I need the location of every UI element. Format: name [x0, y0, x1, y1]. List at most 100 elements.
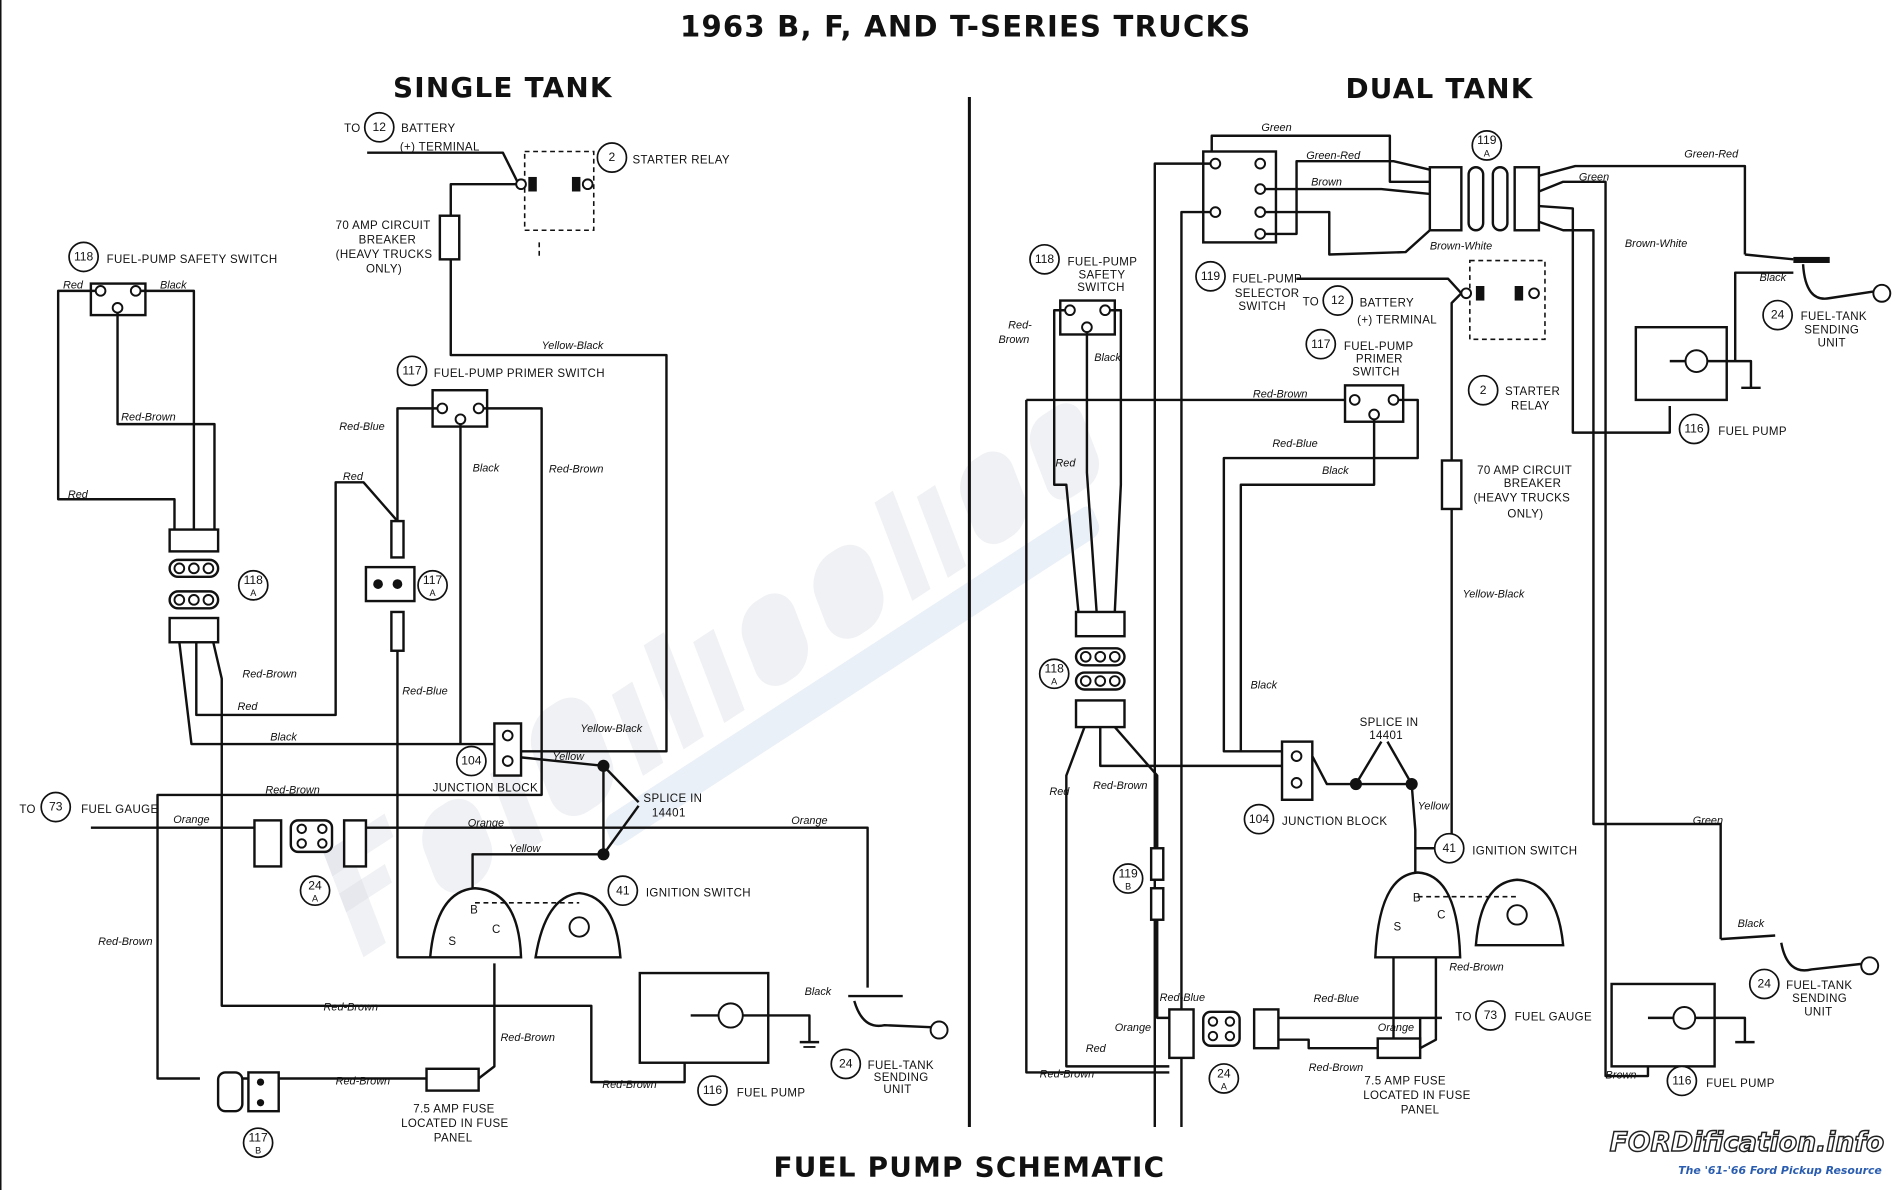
component-label: PRIMER: [1356, 353, 1403, 365]
callout-circle: [417, 569, 448, 601]
callout-number: 24: [1758, 977, 1772, 991]
component-label: 70 AMP CIRCUIT: [336, 220, 431, 232]
wire-color-label: Green: [1693, 815, 1723, 827]
component-label: (HEAVY TRUCKS: [1473, 493, 1570, 505]
wire-color-label: Black: [473, 462, 500, 474]
component-label: (+) TERMINAL: [1357, 315, 1437, 327]
wire-color-label: Orange: [1378, 1022, 1414, 1034]
wire-color-label: Red-Brown: [336, 1076, 390, 1088]
wire-color-label: Red: [68, 489, 89, 501]
dual-tank-labels: GreenGreen-RedBrownBrown-WhiteGreen-RedG…: [998, 122, 1866, 1117]
wire-color-label: Green: [1261, 122, 1291, 134]
wire-color-label: Yellow: [553, 751, 586, 763]
callout-circle: [1467, 374, 1499, 406]
component-label: ONLY): [1507, 508, 1543, 520]
wire-color-label: Orange: [1115, 1022, 1151, 1034]
callout-circle: [1038, 658, 1070, 690]
schematic-footer-title: FUEL PUMP SCHEMATIC: [773, 1151, 1165, 1184]
wire-color-label: Red-Blue: [339, 421, 384, 433]
callout-circle: [242, 1127, 274, 1159]
component-label: PANEL: [1401, 1105, 1440, 1117]
component-label: PANEL: [434, 1132, 473, 1144]
callout-number: 12: [1331, 293, 1345, 307]
wire-color-label: Red-Brown: [324, 1002, 378, 1014]
wire-color-label: Red: [343, 471, 364, 483]
wire-color-label: Yellow-Black: [580, 723, 642, 735]
wire-color-label: Black: [1738, 918, 1765, 930]
wire-color-label: Red-Brown: [265, 785, 319, 797]
component-label: FUEL-PUMP SAFETY SWITCH: [107, 254, 278, 266]
wire-color-label: Red-Blue: [1314, 993, 1359, 1005]
component-label: TO: [1303, 296, 1320, 308]
wire-color-label: Red-Brown: [98, 936, 152, 948]
callout-circle: [596, 142, 628, 173]
component-label: LOCATED IN FUSE: [401, 1118, 508, 1130]
component-label: UNIT: [1818, 338, 1846, 350]
callout-number: 119: [1201, 269, 1221, 283]
callout-number: 104: [461, 754, 481, 768]
callout-circle: [697, 1075, 728, 1106]
callout-number: 2: [609, 150, 616, 164]
callout-number: 24: [1217, 1066, 1231, 1080]
callout-circle: [1112, 863, 1144, 894]
callout-number: 2: [1480, 383, 1487, 397]
wire-color-label: Red-Blue: [402, 685, 447, 697]
wire-color-label: Orange: [468, 817, 504, 829]
callout-suffix: A: [430, 588, 437, 598]
component-label: FUEL PUMP: [737, 1088, 806, 1100]
watermark-tagline-graphic: [605, 506, 1100, 846]
callout-number: 116: [703, 1083, 723, 1097]
fordification-logo: FORDification.info The '61-'66 Ford Pick…: [1609, 1126, 1885, 1177]
fuel-pump-bottom: [1610, 982, 1716, 1068]
wire-color-label: Black: [1094, 352, 1121, 364]
callout-number: 24: [839, 1057, 853, 1071]
component-label: B: [1413, 893, 1421, 905]
callout-number: 119: [1118, 866, 1138, 880]
wire-color-label: Red: [238, 701, 259, 713]
callout-number: 116: [1684, 422, 1704, 436]
component-label: JUNCTION BLOCK: [1282, 816, 1387, 828]
component-label: C: [1437, 910, 1446, 922]
component-label: ONLY): [366, 264, 402, 276]
wire-color-label: Brown: [1606, 1069, 1637, 1081]
wire-color-label: Red-Brown: [121, 412, 175, 424]
component-label: SENDING: [1792, 993, 1847, 1005]
callout-circle: [607, 875, 639, 907]
callout-circle: [1475, 1000, 1506, 1031]
callout-suffix: B: [1125, 881, 1131, 891]
callout-circle: [68, 241, 99, 273]
component-label: TO: [19, 804, 36, 816]
wire-color-label: Black: [1322, 465, 1349, 477]
page-title: 1963 B, F, AND T-SERIES TRUCKS: [680, 9, 1251, 43]
wire-color-label: Red-Brown: [1253, 388, 1307, 400]
callout-suffix: A: [1221, 1081, 1228, 1091]
callout-circle: [1243, 803, 1275, 835]
component-label: FUEL-PUMP: [1068, 256, 1138, 268]
wire-color-label: Black: [1759, 272, 1786, 284]
dual-tank-heading: DUAL TANK: [1345, 72, 1533, 105]
logo-tagline: The '61-'66 Ford Pickup Resource: [1678, 1164, 1882, 1177]
callout-number: 119: [1477, 133, 1497, 147]
wire-color-label: Red-Brown: [602, 1079, 656, 1091]
callout-circle: [1762, 299, 1794, 331]
component-label: IGNITION SWITCH: [646, 888, 751, 900]
callout-circle: [455, 745, 487, 777]
component-label: SWITCH: [1077, 282, 1125, 294]
component-label: FUEL GAUGE: [1515, 1011, 1592, 1023]
component-label: C: [492, 924, 501, 936]
callout-suffix: A: [312, 894, 319, 904]
component-label: STARTER: [1505, 386, 1560, 398]
wire-color-label: Green-Red: [1684, 149, 1739, 161]
dual-tank-callouts: 119A11811912117242116118A10441119B247324…: [1029, 130, 1794, 1097]
component-label: 7.5 AMP FUSE: [1364, 1076, 1446, 1088]
circuit-breaker: [438, 214, 461, 261]
component-label: B: [470, 905, 478, 917]
callout-circle: [1666, 1065, 1698, 1097]
component-label: SENDING: [1804, 324, 1859, 336]
wire-color-label: Yellow-Black: [1463, 588, 1525, 600]
wire-color-label: Orange: [791, 815, 827, 827]
component-label: BREAKER: [1504, 478, 1562, 490]
callout-circle: [396, 355, 428, 387]
wire-color-label: Green-Red: [1306, 150, 1361, 162]
